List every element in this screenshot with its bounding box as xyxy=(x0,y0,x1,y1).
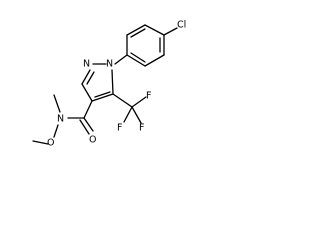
chlorine-atom-label: Cl xyxy=(177,20,186,31)
bond-cf3-f-right xyxy=(131,106,142,124)
carbonyl-oxygen-label: O xyxy=(89,135,96,146)
bond-cf3-f-top xyxy=(131,96,147,108)
bond-c5-n1 xyxy=(111,69,114,95)
bond-c4-c5-inner xyxy=(94,91,111,98)
chemical-structure-diagram: Cl N N F F F N O O xyxy=(32,19,187,149)
bond-n2-c3-inner xyxy=(86,71,95,85)
bond-ring-c5-c6 xyxy=(144,54,165,67)
methoxy-oxygen-label: O xyxy=(47,138,54,149)
pyrazole-n2-label: N xyxy=(83,59,90,70)
atom-labels: Cl N N F F F N O O xyxy=(47,20,186,149)
bond-carbonyl-o-double xyxy=(79,119,90,135)
bond-ring-c2-c3 xyxy=(126,24,146,36)
fluorine-atom-label-top: F xyxy=(146,91,151,102)
bond-n2-c3 xyxy=(81,69,91,85)
bond-o-methyl xyxy=(32,140,49,145)
bond-c4-carbonyl xyxy=(83,100,93,119)
bond-carbonyl-o xyxy=(83,117,94,132)
amide-nitrogen-label: N xyxy=(57,114,64,125)
bond-c4-cl xyxy=(163,27,178,36)
fluorine-atom-label-right: F xyxy=(139,123,144,134)
bond-n-methyl xyxy=(53,94,61,113)
bond-n-o xyxy=(53,124,59,138)
bond-ring-c2-c3-inner xyxy=(130,28,146,38)
bond-ring-c6-c1 xyxy=(126,54,146,67)
bond-ring-c6-c1-inner xyxy=(130,52,146,63)
bond-lines xyxy=(32,24,178,145)
fluorine-atom-label-left: F xyxy=(117,123,122,134)
bond-n1-phenyl xyxy=(114,54,128,65)
pyrazole-n1-label: N xyxy=(106,59,113,70)
bond-c5-cf3 xyxy=(112,93,133,108)
bond-c4-c5 xyxy=(91,93,114,102)
bond-ring-c3-c4 xyxy=(144,24,165,36)
bond-cf3-f-left xyxy=(123,106,133,123)
bond-c3-c4 xyxy=(81,83,93,102)
